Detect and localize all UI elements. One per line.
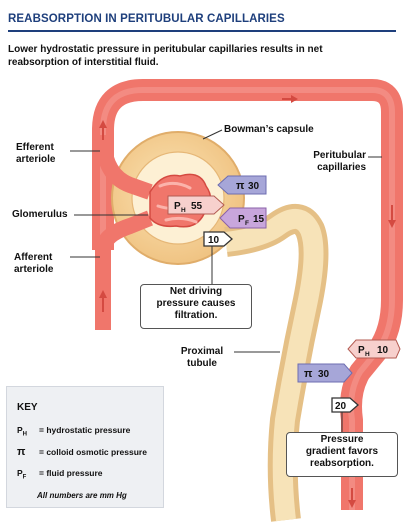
svg-text:10: 10 [208, 235, 220, 246]
peri-ph-tag: P H 10 [347, 339, 401, 359]
svg-text:π: π [304, 368, 313, 380]
svg-text:H: H [365, 351, 370, 358]
subtitle: Lower hydrostatic pressure in peritubula… [8, 44, 323, 68]
key-panel: KEY PH= hydrostatic pressure π= colloid … [6, 386, 164, 508]
filtration-note: Net driving pressure causes filtration. [140, 284, 252, 329]
page-title: REABSORPTION IN PERITUBULAR CAPILLARIES [8, 13, 285, 25]
title-rule [8, 30, 396, 32]
key-row-fluid: PF= fluid pressure [17, 468, 103, 481]
svg-text:30: 30 [318, 369, 330, 380]
reabsorption-note: Pressure gradient favors reabsorption. [286, 432, 398, 477]
label-bowmans-capsule: Bowman’s capsule [224, 124, 314, 135]
peri-pi-tag: π 30 [297, 363, 353, 383]
label-glomerulus: Glomerulus [12, 209, 68, 220]
reabsorption-net-arrow: 20 [331, 397, 359, 413]
glom-pf-tag: P F 15 [219, 207, 267, 229]
key-symbol-pf: PF [17, 468, 27, 481]
svg-text:15: 15 [253, 214, 265, 225]
glom-pi-tag: π 30 [217, 175, 267, 195]
efferent-arteriole [95, 134, 153, 200]
svg-text:30: 30 [248, 181, 260, 192]
key-symbol-ph: PH [17, 425, 28, 438]
svg-text:H: H [181, 207, 186, 214]
svg-text:P: P [358, 345, 365, 356]
label-peritubular-capillaries: Peritubular capillaries [313, 150, 366, 173]
svg-text:π: π [236, 180, 245, 192]
key-symbol-pi: π [17, 446, 26, 458]
svg-text:F: F [245, 220, 249, 227]
label-afferent-arteriole: Afferent arteriole [14, 252, 54, 275]
label-efferent-arteriole: Efferent arteriole [16, 142, 56, 165]
key-row-osmotic: π= colloid osmotic pressure [17, 446, 147, 458]
svg-text:10: 10 [377, 345, 389, 356]
svg-text:55: 55 [191, 201, 203, 212]
glom-ph-tag: P H 55 [167, 195, 225, 215]
svg-text:P: P [238, 214, 245, 225]
label-proximal-tubule: Proximal tubule [180, 346, 224, 369]
filtration-net-arrow: 10 [203, 231, 233, 247]
afferent-arteriole [95, 210, 153, 251]
key-row-hydrostatic: PH= hydrostatic pressure [17, 425, 131, 438]
svg-text:P: P [174, 201, 181, 212]
key-units-note: All numbers are mm Hg [37, 491, 127, 500]
svg-text:20: 20 [335, 401, 347, 412]
key-title: KEY [17, 402, 38, 413]
